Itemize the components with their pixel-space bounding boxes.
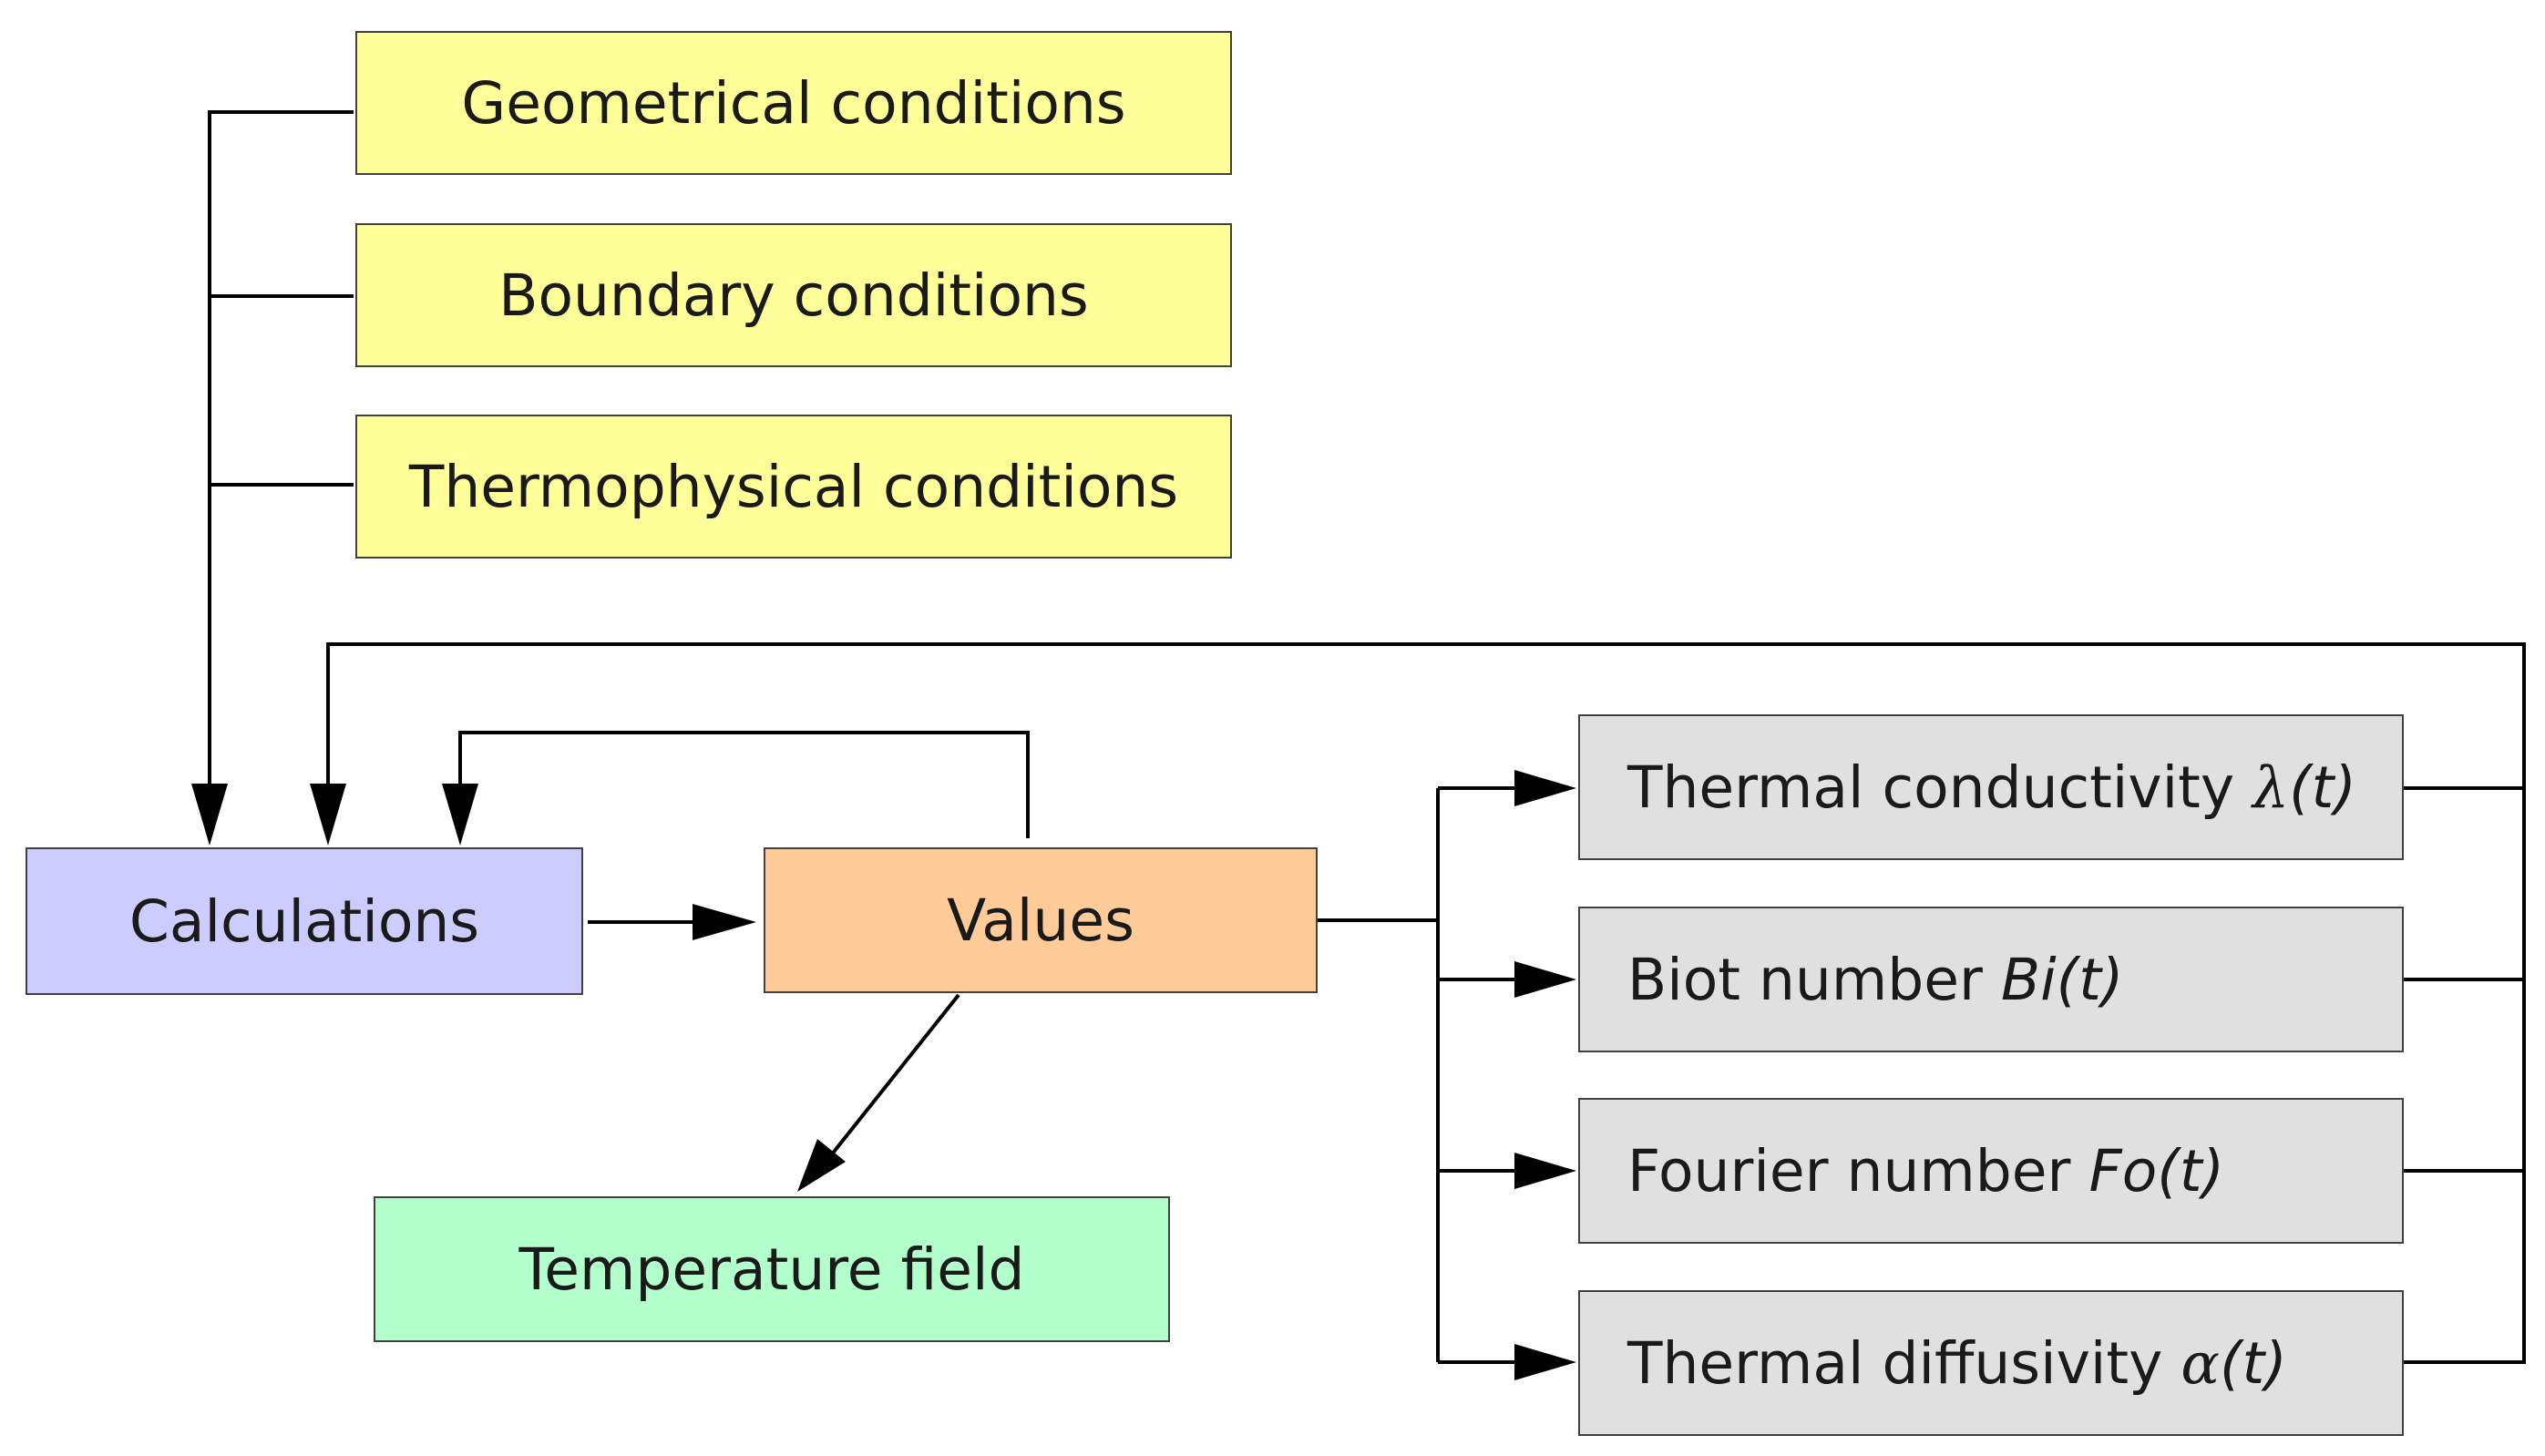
thermophysical-conditions-box: Thermophysical conditions bbox=[355, 415, 1232, 559]
branch-biot-arrowhead bbox=[1514, 961, 1576, 998]
input-bus-line bbox=[208, 110, 354, 793]
biot-number-box: Biot number Bi(t) bbox=[1578, 907, 2404, 1052]
fourier-number-box: Fourier number Fo(t) bbox=[1578, 1098, 2404, 1244]
fourier-number-label: Fourier number bbox=[1627, 1137, 2089, 1205]
thermal-conductivity-label: Thermal conductivity bbox=[1627, 754, 2253, 821]
thermophysical-conditions-label: Thermophysical conditions bbox=[408, 453, 1179, 520]
branch-diffusivity-arrowhead bbox=[1514, 1344, 1576, 1380]
boundary-conditions-label: Boundary conditions bbox=[498, 261, 1089, 329]
values-feedback-line bbox=[458, 731, 1030, 838]
input-bus-arrowhead bbox=[191, 784, 228, 846]
values-box: Values bbox=[764, 847, 1318, 993]
branch-conductivity-arrowhead bbox=[1514, 770, 1576, 806]
values-to-temperature-arrowhead bbox=[797, 1139, 846, 1192]
property-feedback-arrowhead bbox=[310, 784, 346, 846]
thermal-conductivity-box: Thermal conductivity λ (t) bbox=[1578, 714, 2404, 860]
diffusivity-return-connector bbox=[2402, 788, 2526, 1364]
thermal-diffusivity-box: Thermal diffusivity α (t) bbox=[1578, 1290, 2404, 1436]
values-label: Values bbox=[947, 887, 1134, 954]
alpha-symbol: α bbox=[2181, 1329, 2220, 1397]
geometrical-conditions-label: Geometrical conditions bbox=[461, 69, 1126, 137]
calc-to-values-arrowhead bbox=[693, 904, 756, 940]
calculations-box: Calculations bbox=[26, 847, 583, 995]
temperature-field-label: Temperature field bbox=[518, 1236, 1025, 1303]
values-to-temperature-line bbox=[829, 993, 960, 1157]
property-feedback-line bbox=[326, 642, 2526, 793]
thermal-conductivity-arg: (t) bbox=[2289, 754, 2356, 821]
biot-symbol: Bi(t) bbox=[2000, 946, 2124, 1013]
thermal-diffusivity-arg: (t) bbox=[2219, 1329, 2287, 1397]
branch-fourier-arrowhead bbox=[1514, 1153, 1576, 1189]
thermal-diffusivity-label: Thermal diffusivity bbox=[1627, 1329, 2181, 1397]
values-feedback-arrowhead bbox=[442, 784, 478, 846]
temperature-field-box: Temperature field bbox=[374, 1196, 1170, 1342]
geometrical-conditions-box: Geometrical conditions bbox=[355, 31, 1232, 175]
biot-number-label: Biot number bbox=[1627, 946, 2001, 1013]
boundary-conditions-box: Boundary conditions bbox=[355, 223, 1232, 367]
calculations-label: Calculations bbox=[128, 887, 480, 955]
fourier-symbol: Fo(t) bbox=[2088, 1137, 2225, 1205]
lambda-symbol: λ bbox=[2253, 754, 2290, 821]
